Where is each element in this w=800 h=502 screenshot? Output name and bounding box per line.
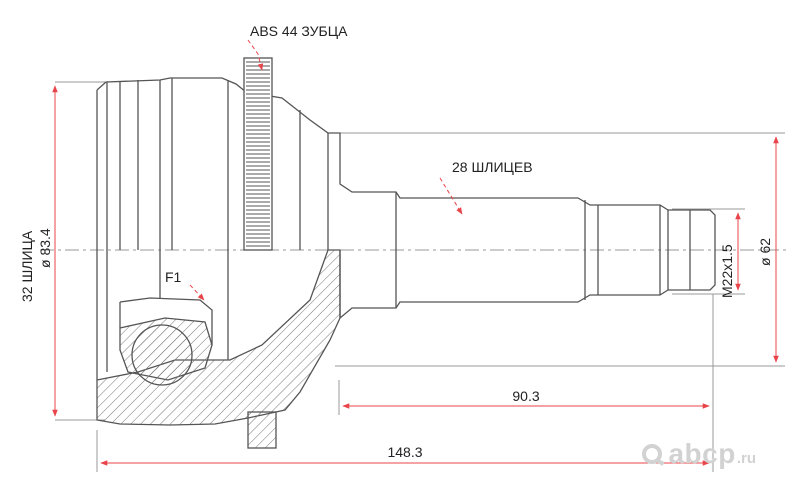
watermark-text: abcp (668, 438, 736, 469)
dimension-lines (52, 39, 779, 466)
shaft-lower (339, 250, 716, 320)
leader-abs (247, 39, 264, 71)
watermark-logo: abcp .ru (642, 438, 756, 470)
inner-splines-label: 32 ШЛИЦА (19, 230, 35, 302)
outer-diameter-label: ø 83.4 (37, 228, 53, 268)
shaft-splines-label: 28 ШЛИЦЕВ (452, 159, 533, 175)
shaft-diameter-label: ø 62 (757, 238, 773, 266)
length-total-label: 148.3 (387, 444, 422, 460)
abs-teeth-label: ABS 44 ЗУБЦА (250, 23, 348, 39)
thread-label: M22x1.5 (719, 244, 735, 298)
housing-lower-section (96, 249, 341, 449)
abcp-logo-icon (642, 444, 663, 464)
abs-ring (243, 57, 273, 251)
extension-lines (55, 81, 785, 472)
flange-label: F1 (165, 269, 182, 285)
watermark-tld: .ru (736, 449, 756, 467)
leader-shaft-splines (439, 177, 463, 215)
housing-upper (96, 77, 716, 250)
leader-flange (189, 284, 205, 301)
length-shaft-label: 90.3 (512, 388, 539, 404)
